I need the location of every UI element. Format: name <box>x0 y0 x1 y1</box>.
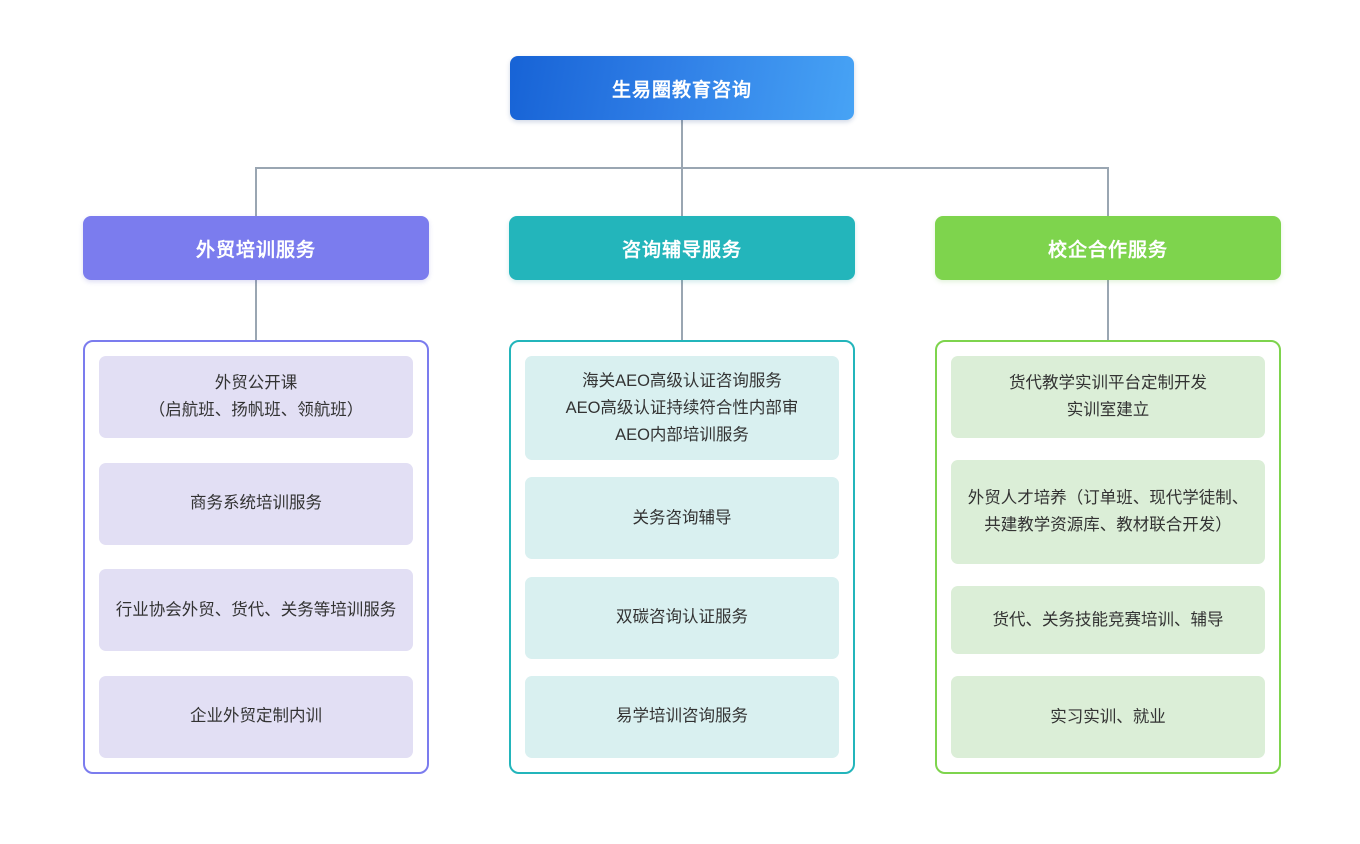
leaf-item[interactable]: 货代、关务技能竞赛培训、辅导 <box>951 586 1265 654</box>
branch-column-consulting: 咨询辅导服务 海关AEO高级认证咨询服务 AEO高级认证持续符合性内部审 AEO… <box>509 216 855 774</box>
branch-box-school-enterprise: 货代教学实训平台定制开发 实训室建立 外贸人才培养（订单班、现代学徒制、共建教学… <box>935 340 1281 774</box>
leaf-item[interactable]: 海关AEO高级认证咨询服务 AEO高级认证持续符合性内部审 AEO内部培训服务 <box>525 356 839 460</box>
leaf-item[interactable]: 易学培训咨询服务 <box>525 675 839 758</box>
leaf-item[interactable]: 外贸公开课 （启航班、扬帆班、领航班） <box>99 356 413 438</box>
connector-to-branch-c <box>1107 167 1109 216</box>
branch-column-outbound-training: 外贸培训服务 外贸公开课 （启航班、扬帆班、领航班） 商务系统培训服务 行业协会… <box>83 216 429 774</box>
connector-branch-a-to-box <box>255 280 257 340</box>
leaf-item[interactable]: 关务咨询辅导 <box>525 477 839 560</box>
leaf-item[interactable]: 行业协会外贸、货代、关务等培训服务 <box>99 569 413 652</box>
connector-to-branch-b <box>681 167 683 216</box>
leaf-item[interactable]: 货代教学实训平台定制开发 实训室建立 <box>951 356 1265 438</box>
connector-branch-b-to-box <box>681 280 683 340</box>
branch-column-school-enterprise: 校企合作服务 货代教学实训平台定制开发 实训室建立 外贸人才培养（订单班、现代学… <box>935 216 1281 774</box>
branch-header-outbound-training[interactable]: 外贸培训服务 <box>83 216 429 280</box>
branch-box-outbound-training: 外贸公开课 （启航班、扬帆班、领航班） 商务系统培训服务 行业协会外贸、货代、关… <box>83 340 429 774</box>
connector-to-branch-a <box>255 167 257 216</box>
branch-header-school-enterprise[interactable]: 校企合作服务 <box>935 216 1281 280</box>
leaf-item[interactable]: 双碳咨询认证服务 <box>525 576 839 659</box>
branch-header-consulting[interactable]: 咨询辅导服务 <box>509 216 855 280</box>
leaf-item[interactable]: 实习实训、就业 <box>951 676 1265 758</box>
leaf-item[interactable]: 外贸人才培养（订单班、现代学徒制、共建教学资源库、教材联合开发） <box>951 460 1265 564</box>
root-node[interactable]: 生易圈教育咨询 <box>510 56 854 120</box>
leaf-item[interactable]: 企业外贸定制内训 <box>99 675 413 758</box>
leaf-item[interactable]: 商务系统培训服务 <box>99 462 413 545</box>
connector-branch-c-to-box <box>1107 280 1109 340</box>
connector-root-stem <box>681 120 683 168</box>
branch-box-consulting: 海关AEO高级认证咨询服务 AEO高级认证持续符合性内部审 AEO内部培训服务 … <box>509 340 855 774</box>
